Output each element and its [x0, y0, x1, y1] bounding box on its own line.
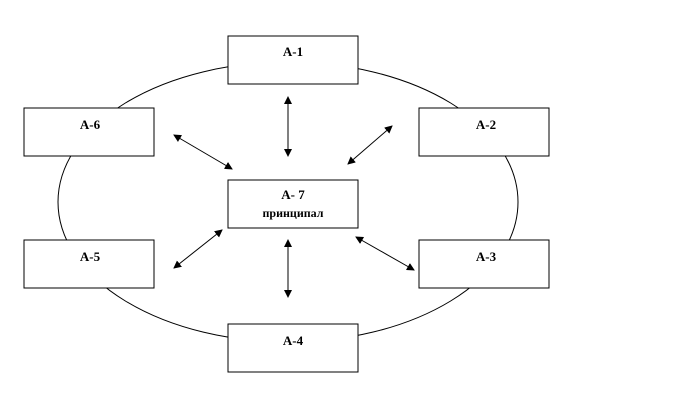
- node-a3: А-3: [418, 239, 550, 289]
- node-label: А-1: [283, 44, 303, 59]
- node-box: [418, 107, 550, 157]
- node-box: [227, 35, 359, 85]
- node-label: А-3: [476, 249, 497, 264]
- node-a5: А-5: [23, 239, 155, 289]
- node-box: [418, 239, 550, 289]
- node-label: А-6: [80, 117, 101, 132]
- arrow-a7-a3: [355, 236, 415, 271]
- node-label: А-5: [80, 249, 101, 264]
- node-box: [227, 323, 359, 373]
- node-box: [23, 239, 155, 289]
- node-a2: А-2: [418, 107, 550, 157]
- arrow-a7-a2: [347, 125, 393, 165]
- node-a7-principal: А- 7 принципал: [227, 179, 359, 229]
- node-label: А-2: [476, 117, 496, 132]
- node-box: [23, 107, 155, 157]
- node-a6: А-6: [23, 107, 155, 157]
- arrow-a7-a5: [173, 229, 223, 269]
- arrow-a7-a6: [173, 134, 233, 170]
- node-sublabel: принципал: [263, 206, 324, 220]
- node-label: А- 7: [281, 187, 305, 202]
- node-a4: А-4: [227, 323, 359, 373]
- arrows: [173, 96, 415, 298]
- node-box: [227, 179, 359, 229]
- node-label: А-4: [283, 333, 304, 348]
- node-a1: А-1: [227, 35, 359, 85]
